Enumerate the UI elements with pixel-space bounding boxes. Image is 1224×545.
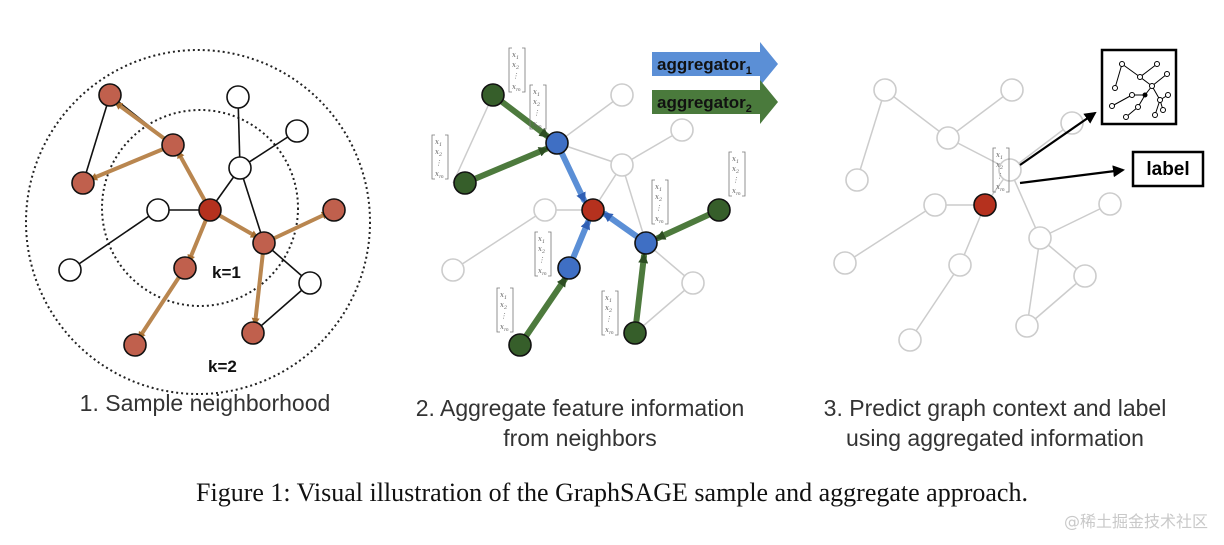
feature-vector-entry: x1 xyxy=(500,291,507,301)
feature-vector-entry: ⋮ xyxy=(996,172,1003,180)
aggregator2-arrow: aggregator2 xyxy=(652,80,778,124)
feature-vector-entry: x1 xyxy=(996,151,1003,161)
feature-vector-entry: x1 xyxy=(512,51,519,61)
watermark: @稀土掘金技术社区 xyxy=(1063,512,1208,531)
feature-vector-entry: xm xyxy=(500,323,509,333)
feature-vector-entry: x1 xyxy=(435,138,442,148)
feature-vector-entry: x1 xyxy=(655,183,662,193)
panel1-sample-neighborhood: k=1 k=2 xyxy=(25,49,371,395)
feature-vector-entry: x1 xyxy=(605,294,612,304)
feature-vector-entry: xm xyxy=(538,267,547,277)
feature-vector-entry: xm xyxy=(732,187,741,197)
panel2-faded-nodes xyxy=(441,83,705,295)
figure-caption: Figure 1: Visual illustration of the Gra… xyxy=(196,478,1028,507)
caption-predict: 3. Predict graph context and label using… xyxy=(790,393,1200,453)
panel3-target-node xyxy=(973,193,997,217)
feature-vector-entry: ⋮ xyxy=(500,312,507,320)
label-box: label xyxy=(1131,150,1205,188)
caption2-line1: 2. Aggregate feature information xyxy=(415,395,745,421)
feature-vector-entry: ⋮ xyxy=(655,204,662,212)
feature-vector-entry: xm xyxy=(655,215,664,225)
panel1-edges xyxy=(69,94,311,334)
svg-text:aggregator2: aggregator2 xyxy=(657,93,752,115)
k2-boundary xyxy=(25,49,371,395)
label-box-text: label xyxy=(1146,159,1189,180)
k2-label: k=2 xyxy=(208,357,237,376)
arrow-to-label xyxy=(1019,165,1125,185)
panel1-nodes xyxy=(58,83,346,357)
aggregator1-arrow: aggregator1 xyxy=(652,42,778,86)
feature-vector-entry: x2 xyxy=(655,193,662,203)
feature-vector-entry: xm xyxy=(605,326,614,336)
feature-vector-entry: x2 xyxy=(533,98,540,108)
k1-boundary xyxy=(101,109,299,307)
feature-vector-entry: xm xyxy=(533,120,542,130)
panel3-faded-nodes xyxy=(833,78,1122,352)
feature-vector-entry: xm xyxy=(435,170,444,180)
feature-vector-entry: xm xyxy=(996,183,1005,193)
feature-vector-entry: xm xyxy=(512,83,521,93)
graph-context-box xyxy=(1100,48,1178,126)
feature-vector-entry: ⋮ xyxy=(512,72,519,80)
caption2-line2: from neighbors xyxy=(503,425,657,451)
panel2-nodes xyxy=(453,83,731,357)
feature-vector-entry: x1 xyxy=(732,155,739,165)
feature-vector-entry: ⋮ xyxy=(605,315,612,323)
panel2-faded-edges xyxy=(452,94,694,334)
caption1-text: 1. Sample neighborhood xyxy=(79,390,331,416)
feature-vector-entry: x2 xyxy=(512,61,519,71)
feature-vector-entry: x2 xyxy=(435,148,442,158)
arrow-to-graph-context xyxy=(1019,111,1097,166)
svg-text:aggregator1: aggregator1 xyxy=(657,55,752,77)
feature-vector-entry: ⋮ xyxy=(732,176,739,184)
caption3-line1: 3. Predict graph context and label xyxy=(823,395,1167,421)
k1-label: k=1 xyxy=(212,263,241,282)
feature-vector-entry: ⋮ xyxy=(533,109,540,117)
aggregator2-sub: 2 xyxy=(746,103,752,115)
feature-vector-entry: x2 xyxy=(732,165,739,175)
aggregator1-sub: 1 xyxy=(746,65,752,77)
feature-vector-entry: x1 xyxy=(533,88,540,98)
feature-vector-entry: x1 xyxy=(538,235,545,245)
feature-vector-entry: ⋮ xyxy=(435,159,442,167)
caption3-line2: using aggregated information xyxy=(846,425,1144,451)
aggregator1-label: aggregator xyxy=(657,55,746,74)
feature-vector-entry: x2 xyxy=(605,304,612,314)
mini-graph-nodes xyxy=(1109,61,1171,120)
feature-vector-entry: x2 xyxy=(538,245,545,255)
feature-vector-entry: x2 xyxy=(996,161,1003,171)
aggregator2-label: aggregator xyxy=(657,93,746,112)
caption-sample-neighborhood: 1. Sample neighborhood xyxy=(20,388,390,418)
feature-vector-entry: x2 xyxy=(500,301,507,311)
caption-aggregate: 2. Aggregate feature information from ne… xyxy=(380,393,780,453)
feature-vector-entry: ⋮ xyxy=(538,256,545,264)
